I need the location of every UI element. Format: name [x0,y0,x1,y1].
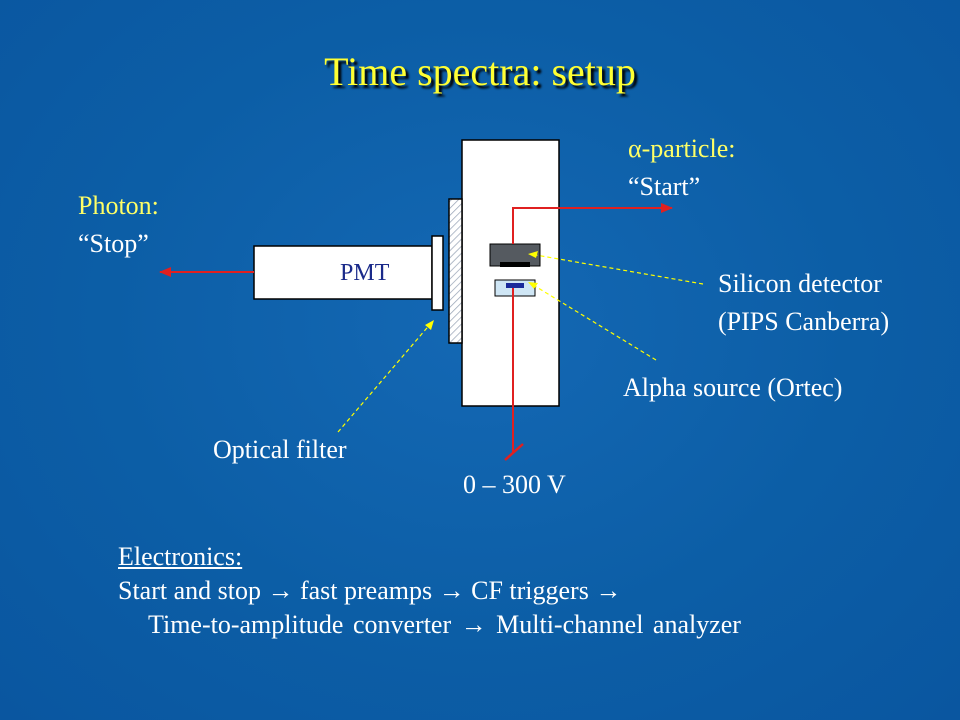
silicon-detector-face [500,262,530,267]
leader-silicon-detector [529,253,704,285]
optical-filter-label: Optical filter [213,435,347,464]
electronics-line-2: Time-to-amplitude converter → Multi-chan… [148,610,741,639]
alpha-source-sample [506,283,524,288]
bias-wire-terminal [504,443,524,461]
start-signal-wire [512,203,673,244]
leader-optical-filter [337,321,433,433]
start-label: “Start” [628,172,701,201]
optical-filter-slab [431,235,444,311]
pmt-tube [253,245,433,300]
electronics-description: Electronics: Start and stop → fast pream… [118,540,741,642]
alpha-particle-label: α-particle: [628,134,736,163]
electronics-heading: Electronics: [118,542,243,571]
electronics-line-1: Start and stop → fast preamps → CF trigg… [118,576,622,605]
leader-silicon-arrowhead [528,251,538,258]
silicon-detector-model-label: (PIPS Canberra) [718,307,890,336]
photon-label: Photon: [78,191,159,220]
chamber-window [448,198,463,344]
leader-alpha-arrowhead [528,282,538,289]
slide-title: Time spectra: setup [324,49,636,94]
voltage-label: 0 – 300 V [463,470,566,499]
vacuum-chamber [461,139,560,407]
leader-filter-arrowhead [425,320,434,330]
leader-alpha-source [529,282,657,361]
stop-label: “Stop” [78,229,149,258]
alpha-source-label: Alpha source (Ortec) [623,373,843,402]
pmt-label: PMT [340,260,390,286]
silicon-detector-label: Silicon detector [718,269,882,298]
